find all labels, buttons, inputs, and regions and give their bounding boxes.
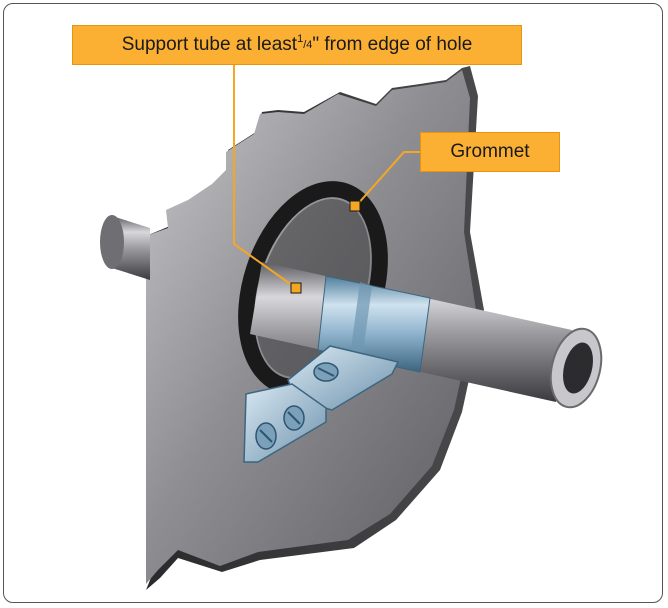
tube-rear-end [100, 215, 124, 269]
support-tube-leader-dot [290, 282, 302, 294]
grommet-leader-dot [349, 200, 361, 212]
fraction-denominator: 4 [306, 39, 313, 51]
tube-bore [563, 342, 593, 394]
clamp-band [317, 275, 431, 373]
support-tube-leader [233, 64, 297, 289]
quarter-fraction: 1/4 [297, 33, 313, 51]
fraction-numerator: 1 [297, 33, 304, 45]
grommet-leader [355, 151, 420, 207]
support-tube-text-post: " from edge of hole [312, 34, 473, 55]
support-tube-text-pre: Support tube at least [121, 34, 298, 55]
grommet-callout: Grommet [420, 132, 560, 172]
clamp-band-groove [350, 282, 372, 360]
support-tube-callout: Support tube at least 1/4 " from edge of… [72, 25, 522, 65]
grommet-label: Grommet [450, 141, 530, 162]
